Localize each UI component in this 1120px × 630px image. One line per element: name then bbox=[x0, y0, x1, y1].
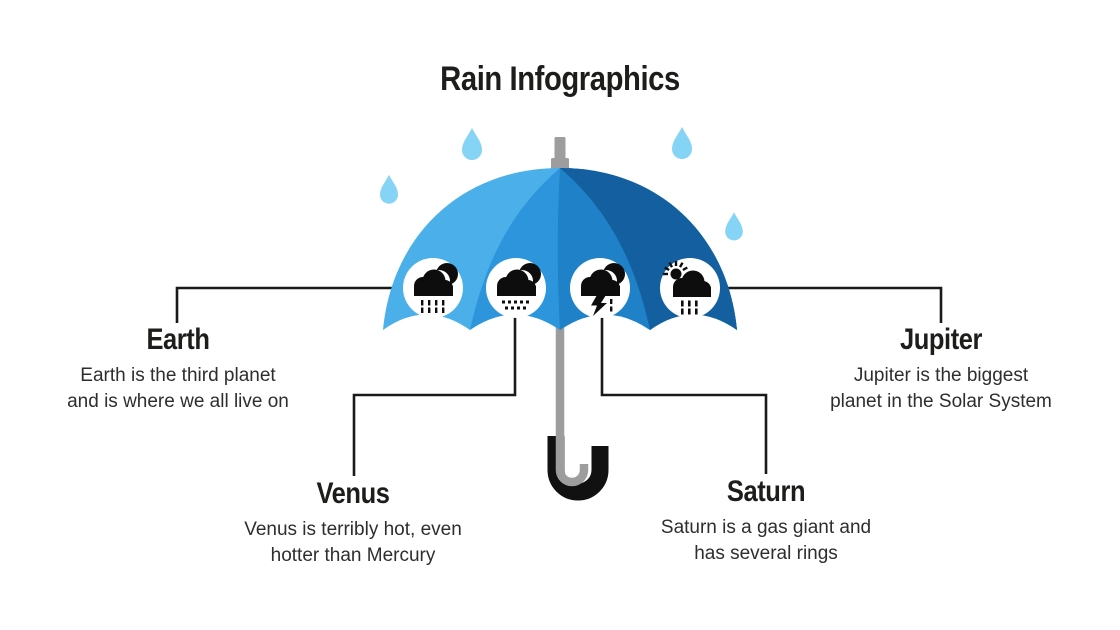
raindrop-icon bbox=[672, 127, 692, 159]
rain-cloud-sun-icon bbox=[660, 258, 720, 318]
connector-jupiter bbox=[724, 286, 943, 323]
raindrops bbox=[380, 127, 743, 241]
planet-block-saturn: Saturn Saturn is a gas giant and has sev… bbox=[606, 476, 926, 567]
description-line: and is where we all live on bbox=[67, 391, 289, 412]
raindrop-icon bbox=[380, 174, 398, 204]
rain-cloud-moon-icon bbox=[403, 258, 463, 318]
umbrella-ferrule bbox=[551, 137, 569, 170]
planet-block-earth: Earth Earth is the third planet and is w… bbox=[18, 324, 338, 415]
sun bbox=[670, 268, 682, 280]
raindrop-icon bbox=[725, 212, 743, 241]
sun-rays bbox=[663, 261, 688, 276]
description-line: Jupiter is the biggest bbox=[853, 365, 1029, 386]
planet-block-jupiter: Jupiter Jupiter is the biggest planet in… bbox=[781, 324, 1101, 415]
page-title: Rain Infographics bbox=[440, 60, 680, 98]
drizzle-cloud-moon-icon bbox=[486, 258, 546, 318]
description-line: Venus is terribly hot, even bbox=[244, 519, 462, 540]
description-line: has several rings bbox=[694, 543, 838, 564]
raindrop-icon bbox=[462, 128, 482, 160]
connector-lines bbox=[175, 286, 943, 476]
connector-venus bbox=[352, 310, 517, 476]
connector-earth bbox=[175, 286, 398, 323]
planet-description-saturn: Saturn is a gas giant and has several ri… bbox=[606, 515, 926, 567]
planet-name-earth: Earth bbox=[146, 323, 210, 356]
planet-name-saturn: Saturn bbox=[726, 475, 806, 508]
planet-description-venus: Venus is terribly hot, even hotter than … bbox=[193, 517, 513, 569]
planet-block-venus: Venus Venus is terribly hot, even hotter… bbox=[193, 478, 513, 569]
planet-description-earth: Earth is the third planet and is where w… bbox=[18, 363, 338, 415]
description-line: hotter than Mercury bbox=[270, 545, 436, 566]
description-line: Saturn is a gas giant and bbox=[660, 517, 872, 538]
lightning-bolt bbox=[591, 295, 607, 316]
connector-saturn bbox=[600, 310, 768, 474]
planet-description-jupiter: Jupiter is the biggest planet in the Sol… bbox=[781, 363, 1101, 415]
planet-name-venus: Venus bbox=[316, 477, 390, 510]
storm-cloud-moon-icon bbox=[570, 258, 630, 318]
description-line: Earth is the third planet bbox=[80, 365, 276, 386]
umbrella-pole bbox=[555, 320, 589, 487]
planet-name-jupiter: Jupiter bbox=[899, 323, 983, 356]
description-line: planet in the Solar System bbox=[830, 391, 1052, 412]
